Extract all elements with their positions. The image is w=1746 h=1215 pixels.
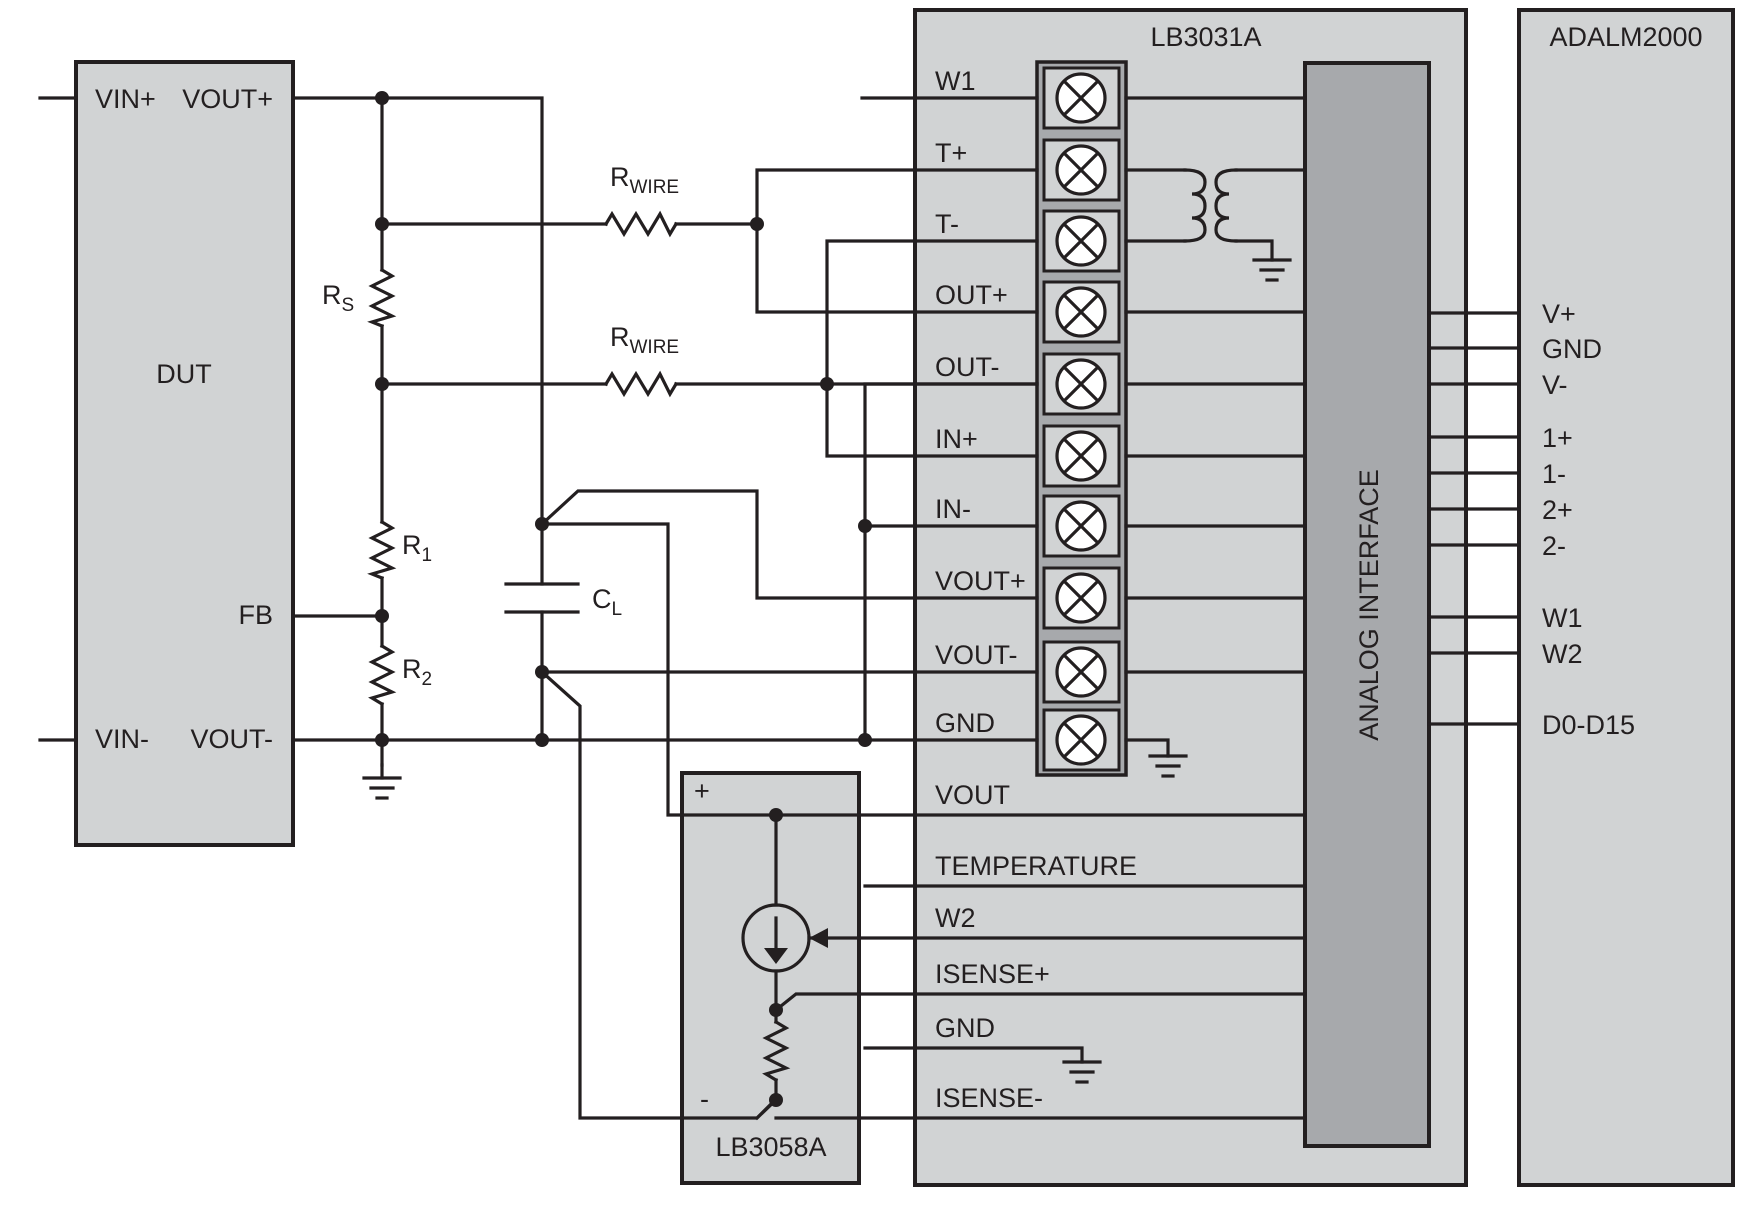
adalm-pin-label: 2- [1542, 531, 1566, 561]
r1-resistor [367, 519, 397, 581]
cl-label: CL [592, 584, 622, 620]
terminal-screw [1042, 640, 1121, 704]
rs-label: RS [322, 280, 354, 316]
ground-symbol-transformer [1252, 258, 1292, 282]
terminal-screw [1042, 424, 1121, 488]
current-source-symbol [741, 903, 828, 973]
terminal-label: W1 [935, 66, 976, 96]
lb3058a-minus-mark: - [700, 1084, 709, 1114]
pin-vout-minus: VOUT- [190, 724, 273, 754]
terminal-label: OUT+ [935, 280, 1008, 310]
rwire-bottom-label: RWIRE [610, 322, 679, 358]
terminal-label: VOUT- [935, 640, 1018, 670]
pin-vin-plus: VIN+ [95, 84, 156, 114]
wires [38, 96, 1521, 1121]
lb3031a-signal-label: W2 [935, 903, 976, 933]
lb3058a-block [680, 771, 861, 1185]
lb3031a-label: LB3031A [1150, 22, 1261, 52]
analog-interface-bar [1303, 61, 1431, 1148]
lb3058a-label: LB3058A [715, 1132, 826, 1162]
rwire-top-resistor [603, 210, 679, 238]
adalm-pin-label: W2 [1542, 639, 1583, 669]
terminal-label: T- [935, 209, 959, 239]
terminal-label: T+ [935, 138, 967, 168]
r2-resistor [368, 643, 397, 707]
ground-symbol-lb3031a [1062, 1060, 1102, 1084]
adalm-pin-label: V+ [1542, 299, 1576, 329]
adalm2000-label: ADALM2000 [1549, 22, 1702, 52]
r1-label: R1 [402, 530, 432, 566]
adalm2000-block [1517, 8, 1735, 1187]
lb3058a-plus-mark: + [694, 776, 710, 806]
lb3058a-sense-resistor [762, 1019, 791, 1083]
adalm-pin-label: GND [1542, 334, 1602, 364]
adalm-pin-label: W1 [1542, 603, 1583, 633]
transformer-symbol [1183, 168, 1238, 243]
adalm-pin-label: V- [1542, 370, 1568, 400]
analog-interface-label: ANALOG INTERFACE [1354, 469, 1384, 741]
terminal-screw [1042, 66, 1121, 130]
pin-vin-minus: VIN- [95, 724, 149, 754]
dut-block [74, 60, 295, 847]
terminal-screw [1042, 494, 1121, 558]
lb3031a-signal-label: ISENSE- [935, 1083, 1043, 1113]
lb3031a-signal-label: ISENSE+ [935, 959, 1050, 989]
lb3031a-signal-label: VOUT [935, 780, 1010, 810]
terminal-screw [1042, 209, 1121, 273]
terminal-label: VOUT+ [935, 566, 1026, 596]
pin-fb: FB [238, 600, 273, 630]
terminal-strip [1035, 60, 1128, 777]
adalm-pin-label: D0-D15 [1542, 710, 1635, 740]
lb3031a-signal-label: TEMPERATURE [935, 851, 1137, 881]
terminal-screw [1042, 138, 1121, 202]
terminal-screw [1042, 708, 1121, 772]
pin-vout-plus: VOUT+ [182, 84, 273, 114]
ground-symbol-dut [362, 763, 402, 800]
junction-dots [375, 91, 872, 1107]
lb3031a-signal-label: GND [935, 1013, 995, 1043]
rs-resistor [367, 267, 397, 329]
terminal-label: OUT- [935, 352, 1000, 382]
rwire-bottom-resistor [603, 370, 679, 398]
ground-symbol-terminal [1148, 754, 1188, 778]
adalm-pin-label: 2+ [1542, 495, 1573, 525]
terminal-label: GND [935, 708, 995, 738]
cl-capacitor [504, 582, 580, 614]
rwire-top-label: RWIRE [610, 162, 679, 198]
r2-label: R2 [402, 654, 432, 690]
terminal-screw [1042, 352, 1121, 416]
adalm-pin-label: 1- [1542, 459, 1566, 489]
terminal-label: IN+ [935, 424, 978, 454]
dut-label: DUT [156, 359, 212, 389]
adalm-pin-label: 1+ [1542, 423, 1573, 453]
terminal-screw [1042, 566, 1121, 630]
terminal-screw [1042, 280, 1121, 344]
terminal-label: IN- [935, 494, 971, 524]
